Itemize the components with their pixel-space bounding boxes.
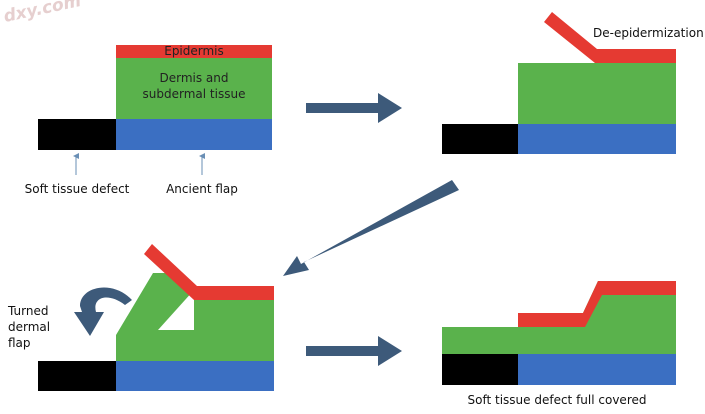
epidermis-layer-4 (518, 281, 676, 327)
lifted-epidermis-2 (544, 12, 676, 63)
epidermis-layer-1 (116, 45, 272, 58)
defect-caption: Soft tissue defect (25, 182, 130, 196)
step-arrow-right-1 (306, 93, 402, 123)
watermark-text: dxy.com (2, 0, 83, 27)
step-arrow-diagonal (283, 180, 459, 276)
base-layer-2 (518, 124, 676, 154)
turned-label-line2: dermal (8, 320, 50, 334)
epidermis-label: Epidermis (164, 44, 224, 58)
turned-label-line3: flap (8, 336, 31, 350)
dermis-label-line1: Dermis and (159, 71, 228, 85)
panel-3-turned-flap: Turned dermal flap (7, 244, 274, 391)
covered-caption: Soft tissue defect full covered (468, 393, 647, 407)
panel-1-initial: Epidermis Dermis and subdermal tissue So… (25, 44, 272, 196)
dermis-layer-3 (116, 273, 274, 361)
dermis-label-line2: subdermal tissue (143, 87, 246, 101)
flap-caption: Ancient flap (166, 182, 238, 196)
turned-label-line1: Turned (7, 304, 48, 318)
dermis-layer-2 (518, 63, 676, 124)
panel-4-covered: Soft tissue defect full covered (442, 281, 676, 407)
flap-gap (158, 290, 194, 330)
soft-tissue-defect-block-3 (38, 361, 116, 391)
base-layer-4 (518, 354, 676, 385)
dermis-layer-1 (116, 58, 272, 119)
curved-turn-arrow (74, 287, 132, 336)
step-arrow-right-2 (306, 336, 402, 366)
base-layer-1 (116, 119, 272, 150)
panel-2-deepidermization: De-epidermization (442, 12, 704, 154)
lifted-epidermis-3 (144, 244, 274, 300)
base-layer-3 (116, 361, 274, 391)
deepidermization-label: De-epidermization (593, 26, 704, 40)
soft-tissue-defect-block (38, 119, 116, 150)
soft-tissue-defect-block-2 (442, 124, 518, 154)
covered-defect-block (442, 354, 518, 385)
